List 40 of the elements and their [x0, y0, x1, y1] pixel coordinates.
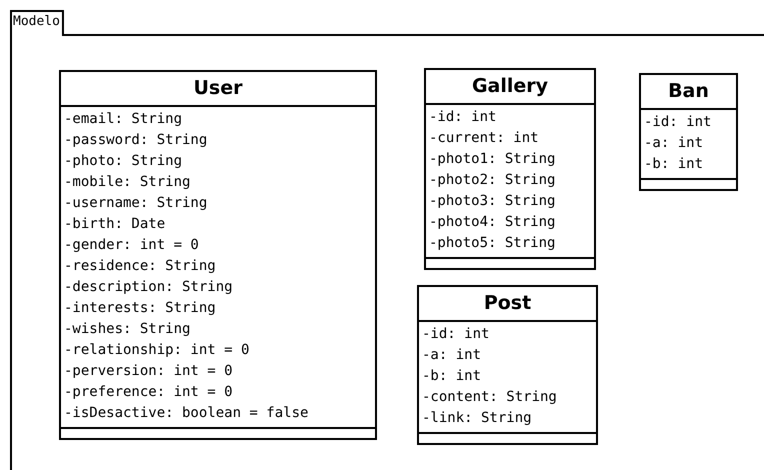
class-box — [639, 73, 738, 191]
attribute-text: -interests: String — [64, 299, 217, 318]
attribute-text: -perversion: int = 0 — [64, 362, 234, 381]
attribute-text: -preference: int = 0 — [64, 383, 234, 402]
attribute-text: -gender: int = 0 — [64, 236, 200, 255]
class-name: User — [194, 77, 242, 99]
class-box — [417, 285, 598, 445]
attribute-text: -photo2: String — [429, 171, 556, 190]
attribute-text: -link: String — [422, 409, 533, 428]
attribute-text: -residence: String — [64, 257, 217, 276]
attribute-text: -relationship: int = 0 — [64, 341, 250, 360]
package-name: Modelo — [12, 13, 61, 31]
attribute-text: -password: String — [64, 131, 208, 150]
attribute-text: -photo: String — [64, 152, 184, 171]
attribute-text: -a: int — [644, 134, 704, 153]
attribute-text: -username: String — [64, 194, 208, 213]
attribute-text: -description: String — [64, 278, 234, 297]
class-name: Post — [484, 292, 532, 314]
attribute-text: -wishes: String — [64, 320, 192, 339]
package-frame — [10, 10, 764, 470]
attribute-text: -b: int — [644, 155, 704, 174]
attribute-text: -current: int — [429, 129, 540, 148]
attribute-text: -content: String — [422, 388, 558, 407]
attribute-text: -photo3: String — [429, 192, 556, 211]
attribute-text: -id: int — [429, 108, 498, 127]
attribute-text: -photo5: String — [429, 234, 556, 253]
class-name: Ban — [668, 80, 709, 102]
attribute-text: -isDesactive: boolean = false — [64, 404, 310, 423]
attribute-text: -id: int — [422, 325, 490, 344]
attribute-text: -birth: Date — [64, 215, 166, 234]
attribute-text: -id: int — [644, 113, 712, 132]
attribute-text: -mobile: String — [64, 173, 192, 192]
class-box — [424, 68, 596, 270]
attribute-text: -photo1: String — [429, 150, 556, 169]
attribute-text: -b: int — [422, 367, 482, 386]
class-box — [59, 70, 377, 440]
attribute-text: -email: String — [64, 110, 184, 129]
attribute-text: -photo4: String — [429, 213, 556, 232]
class-name: Gallery — [472, 75, 548, 97]
attribute-text: -a: int — [422, 346, 482, 365]
